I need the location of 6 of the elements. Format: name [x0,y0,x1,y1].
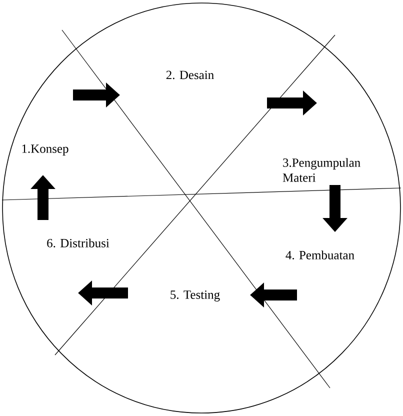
stage-label: 5. Testing [170,290,220,302]
stage-label: 2. Desain [166,70,214,80]
stage-label: 3.Pengumpulan Materi [282,158,360,182]
stage-label: 6. Distribusi [47,238,110,248]
stage-label: 1.Konsep [22,144,68,156]
stage-label: 4. Pembuatan [286,250,354,260]
